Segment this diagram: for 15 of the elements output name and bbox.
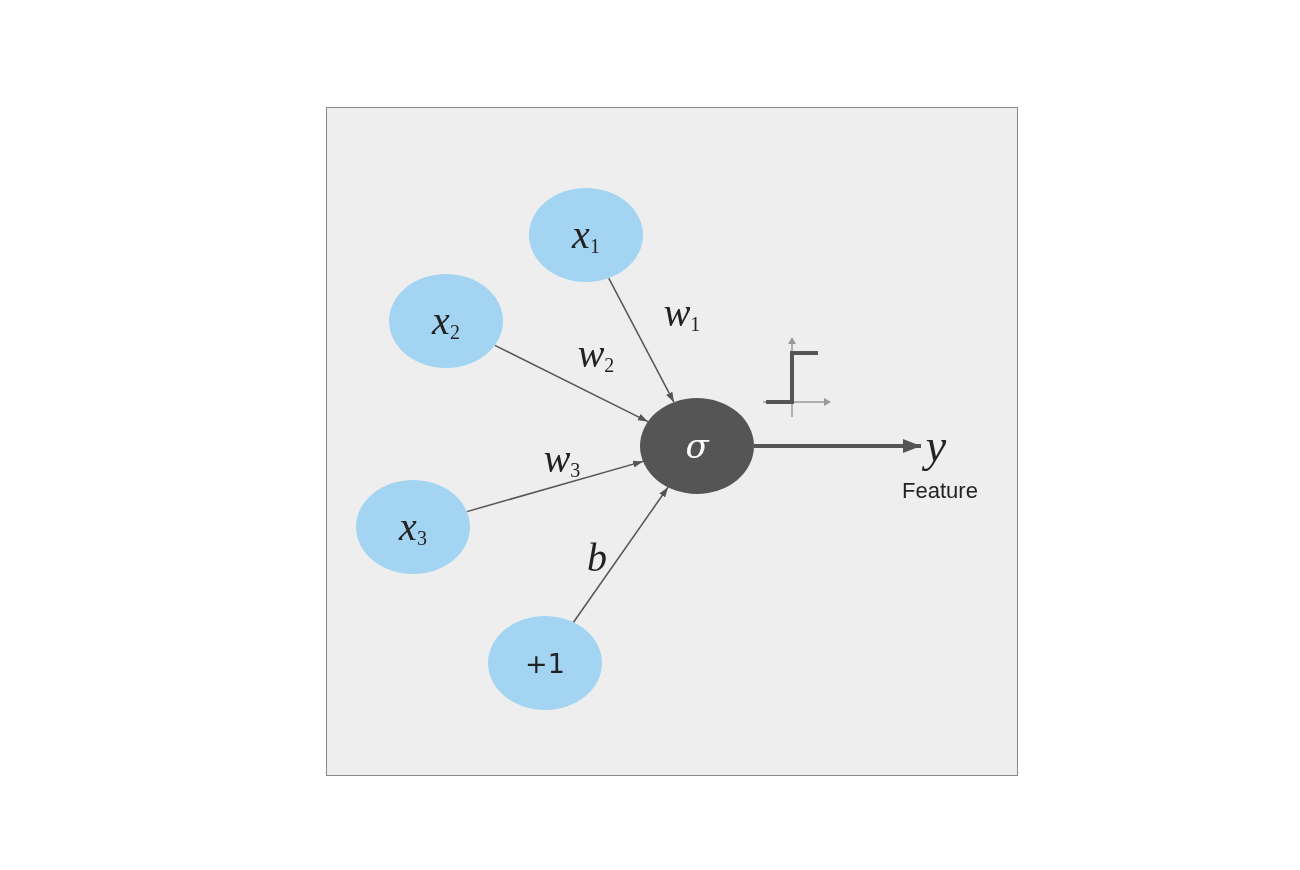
arrow <box>607 277 675 403</box>
arrow <box>572 486 669 624</box>
caption-text: Feature <box>902 480 978 502</box>
arrow <box>494 344 649 423</box>
variable-label: x$_{1}$ <box>572 215 600 255</box>
weight-label: b <box>587 538 607 578</box>
bias-value: +1 <box>525 649 565 677</box>
arrow <box>466 460 644 513</box>
activation-symbol: σ <box>685 429 709 463</box>
arrow <box>754 439 921 453</box>
weight-label: w$_{2}$ <box>577 334 615 374</box>
variable-label: x$_{3}$ <box>399 507 427 547</box>
weight-label: w$_{1}$ <box>663 293 701 333</box>
weight-label: w$_{3}$ <box>543 439 581 479</box>
variable-label: x$_{2}$ <box>432 301 460 341</box>
